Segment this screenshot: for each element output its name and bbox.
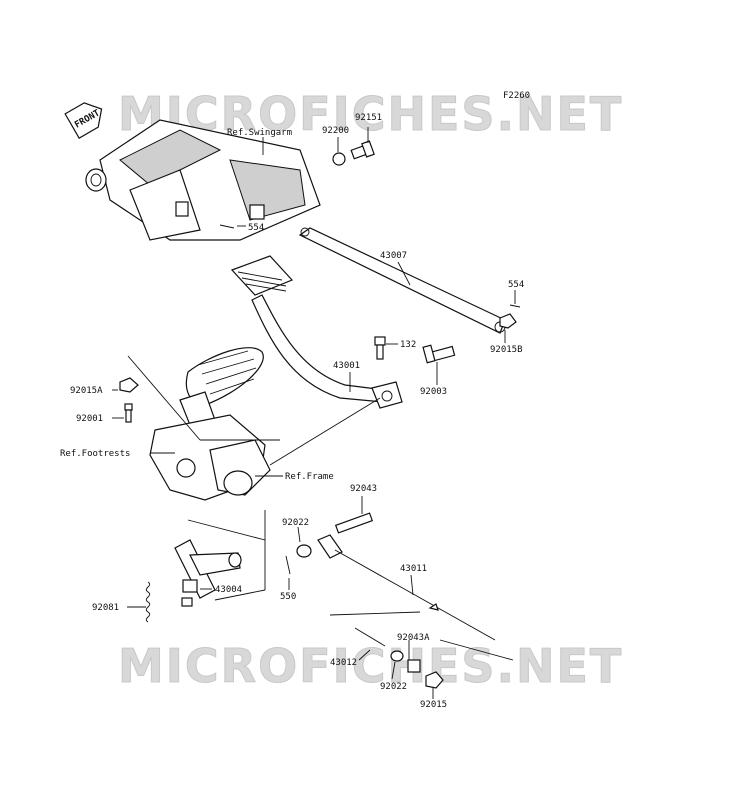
watermark-bottom: MICROFICHES.NET <box>118 639 623 693</box>
nut-92015 <box>425 671 444 689</box>
part-label-554-a: 554 <box>248 223 264 233</box>
part-label-92151: 92151 <box>355 113 382 123</box>
spring-43012 <box>354 627 386 647</box>
footrest-assembly <box>149 347 271 501</box>
part-label-43001: 43001 <box>333 361 360 371</box>
ref-swingarm-label: Ref.Swingarm <box>227 128 292 138</box>
nut-92015A <box>119 377 139 393</box>
part-label-43007: 43007 <box>380 251 407 261</box>
bolt-132 <box>374 336 386 360</box>
part-label-43004: 43004 <box>215 585 242 595</box>
part-label-554-b: 554 <box>508 280 524 290</box>
joint-92043A <box>407 659 421 673</box>
diagram-code: F2260 <box>503 91 530 101</box>
washer-92022-b <box>390 650 404 662</box>
brake-pedal-43001 <box>230 255 403 409</box>
bolt-92001 <box>124 403 133 423</box>
washer-92200 <box>332 152 346 166</box>
cotter-pin-550 <box>285 555 291 575</box>
part-label-92200: 92200 <box>322 126 349 136</box>
part-label-550: 550 <box>280 592 296 602</box>
part-label-92043: 92043 <box>350 484 377 494</box>
swingarm-illustration <box>85 119 321 241</box>
pin-92043 <box>334 512 374 534</box>
part-label-92022-a: 92022 <box>282 518 309 528</box>
rod-43007 <box>298 227 506 334</box>
part-label-92043A: 92043A <box>397 633 430 643</box>
ref-frame-label: Ref.Frame <box>285 472 334 482</box>
part-label-92001: 92001 <box>76 414 103 424</box>
part-label-92081: 92081 <box>92 603 119 613</box>
part-label-43012: 43012 <box>330 658 357 668</box>
nut-92015B <box>499 313 517 329</box>
bolt-92003 <box>422 344 456 364</box>
leader-lines <box>112 127 516 699</box>
bolt-92151 <box>350 140 375 160</box>
part-label-92015B: 92015B <box>490 345 523 355</box>
part-label-92003: 92003 <box>420 387 447 397</box>
part-label-132: 132 <box>400 340 416 350</box>
pivot-43004 <box>174 539 242 607</box>
ref-footrests-label: Ref.Footrests <box>60 449 130 459</box>
washer-92022-a <box>296 544 312 558</box>
part-label-92015: 92015 <box>420 700 447 710</box>
part-label-43011: 43011 <box>400 564 427 574</box>
cotter-pin-554-a <box>219 224 235 229</box>
cotter-pin-554-b <box>509 304 521 308</box>
brake-rod-43011 <box>317 534 496 641</box>
front-arrow-icon: FRONT <box>64 102 103 139</box>
part-label-92022-b: 92022 <box>380 682 407 692</box>
part-label-92015A: 92015A <box>70 386 103 396</box>
spring-92081 <box>145 581 151 623</box>
